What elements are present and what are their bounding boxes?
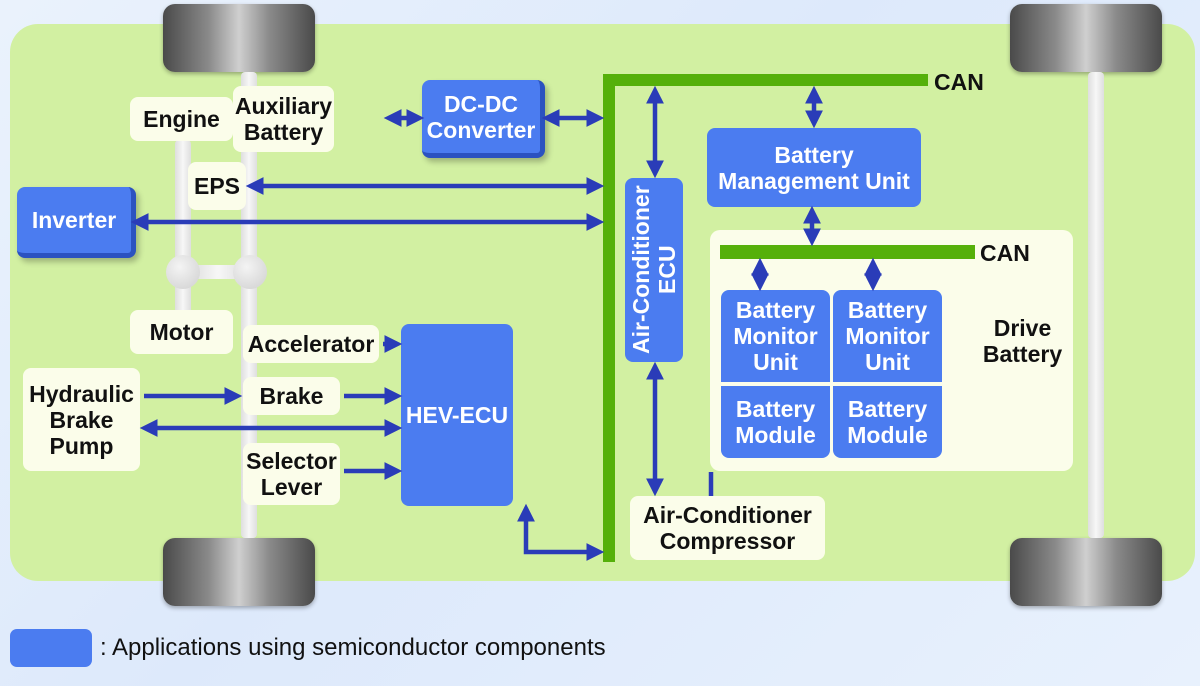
can-battery-bus (720, 245, 975, 259)
battery-monitor-unit-2-box: Battery Monitor Unit (833, 290, 942, 382)
inverter-box: Inverter (17, 187, 136, 258)
rear-right-wheel (1010, 538, 1162, 606)
legend-swatch (10, 629, 92, 667)
motor-joint (233, 255, 267, 289)
can-main-bus-vertical (603, 74, 615, 562)
hydraulic-brake-pump-label: Hydraulic Brake Pump (23, 368, 140, 471)
rear-left-wheel (163, 538, 315, 606)
auxiliary-battery-label: Auxiliary Battery (233, 86, 334, 152)
can-main-label: CAN (934, 69, 984, 95)
dcdc-converter-box: DC-DC Converter (422, 80, 545, 158)
front-right-wheel (1010, 4, 1162, 72)
engine-joint (166, 255, 200, 289)
selector-lever-label: Selector Lever (243, 443, 340, 505)
battery-monitor-unit-1-box: Battery Monitor Unit (721, 290, 830, 382)
drive-battery-label: Drive Battery (982, 315, 1063, 367)
battery-module-1-box: Battery Module (721, 386, 830, 458)
arrow-hevecu-can (517, 503, 605, 561)
engine-label: Engine (130, 97, 233, 141)
battery-module-2-box: Battery Module (833, 386, 942, 458)
can-main-bus-horizontal (603, 74, 928, 86)
front-left-wheel (163, 4, 315, 72)
engine-motor-link (190, 265, 246, 279)
air-conditioner-compressor-label: Air-Conditioner Compressor (630, 496, 825, 560)
motor-label: Motor (130, 310, 233, 354)
battery-management-unit-box: Battery Management Unit (707, 128, 921, 207)
accelerator-label: Accelerator (243, 325, 379, 363)
hev-ecu-box: HEV-ECU (401, 324, 513, 506)
right-drive-shaft (1088, 72, 1104, 538)
can-battery-label: CAN (980, 240, 1030, 266)
legend-text: : Applications using semiconductor compo… (100, 634, 606, 661)
brake-label: Brake (243, 377, 340, 415)
eps-label: EPS (188, 162, 246, 210)
